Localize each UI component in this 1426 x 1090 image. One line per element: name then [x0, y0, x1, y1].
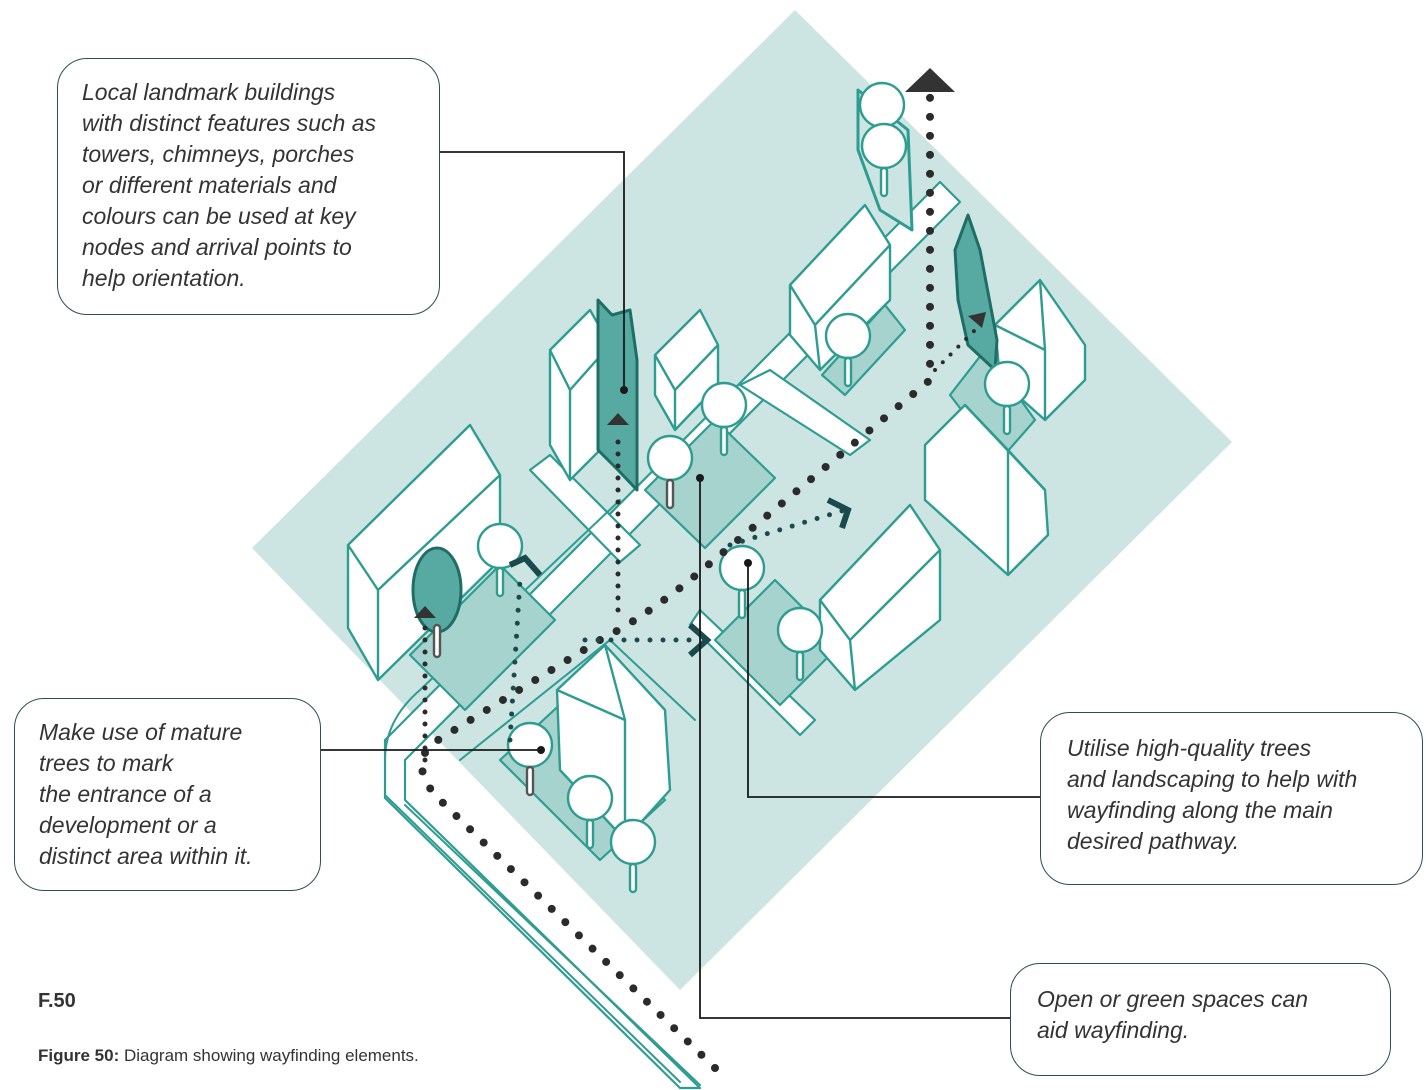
callout-landmark-text: Local landmark buildings with distinct f… [82, 79, 377, 291]
figure-caption-text: Diagram showing wayfinding elements. [119, 1046, 419, 1065]
leader-landmark [440, 151, 625, 390]
tree [432, 623, 442, 659]
main-desired-path [418, 91, 977, 1072]
tree [476, 522, 524, 598]
callout-open-spaces-text: Open or green spaces can aid wayfinding. [1037, 986, 1309, 1043]
callout-mature-trees: Make use of mature trees to mark the ent… [14, 698, 321, 891]
chevron-arrow-2 [688, 622, 712, 658]
tree [718, 544, 766, 620]
leader-landscaping [747, 563, 1040, 798]
figure-caption: Figure 50: Diagram showing wayfinding el… [38, 1046, 419, 1066]
house-7 [818, 503, 942, 692]
tree [506, 721, 554, 797]
callout-landscaping-text: Utilise high-quality trees and landscapi… [1067, 735, 1358, 854]
leader-lines [321, 151, 1040, 1019]
tree [609, 818, 657, 894]
path-arrow-spire [968, 312, 986, 328]
tree [776, 606, 824, 682]
tree [566, 774, 614, 850]
tree [824, 312, 872, 388]
path-arrows [414, 68, 986, 658]
landmark-oval [411, 546, 463, 634]
figure-number: F.50 [38, 990, 76, 1012]
landmark-spire [953, 213, 999, 372]
house-4 [788, 203, 892, 372]
plot-1 [408, 563, 557, 712]
callout-landscaping: Utilise high-quality trees and landscapi… [1040, 712, 1423, 885]
path-arrow-chimney [607, 413, 629, 425]
trees [432, 81, 1031, 894]
chevron-arrow-1 [508, 554, 543, 577]
figure-caption-label: Figure 50: [38, 1046, 120, 1065]
path-arrow-oval [414, 606, 436, 618]
plot-2 [643, 418, 777, 550]
tree [646, 434, 694, 510]
path-arrow-top [905, 68, 955, 92]
callout-landmark-buildings: Local landmark buildings with distinct f… [57, 58, 440, 315]
leader-dots [537, 386, 752, 754]
landmark-chimney [596, 298, 639, 492]
tree [700, 381, 748, 457]
tree [860, 122, 908, 198]
callout-open-spaces: Open or green spaces can aid wayfinding. [1010, 963, 1391, 1076]
chevron-arrow-3 [826, 497, 852, 529]
tree [983, 360, 1031, 436]
callout-trees-text: Make use of mature trees to mark the ent… [39, 719, 253, 869]
leader-open [699, 478, 1010, 1019]
house-6 [923, 403, 1050, 577]
